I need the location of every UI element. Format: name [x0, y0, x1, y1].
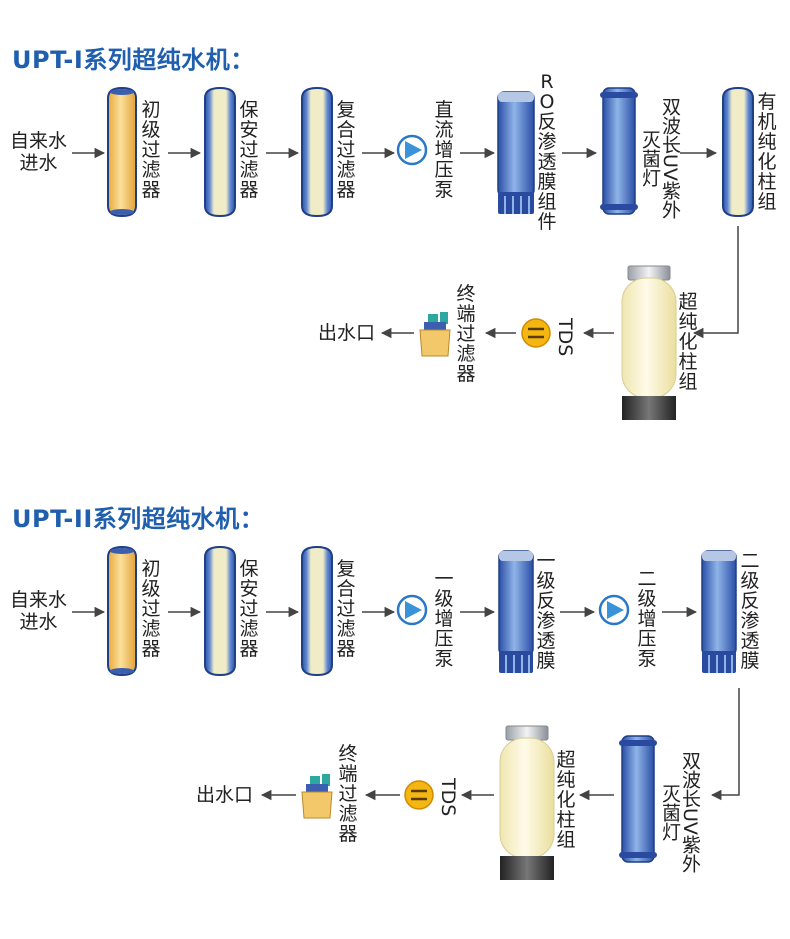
security-filter-label: 保安过滤器 [239, 99, 259, 201]
primary-filter-label: 初级过滤器 [141, 99, 161, 201]
diagram1-title: UPT-I系列超纯水机： [12, 46, 255, 74]
ro-membrane-label: RO反渗透膜组件 [537, 71, 557, 233]
outlet-label: 出水口 [318, 322, 376, 344]
ro-membrane-housing [497, 91, 535, 214]
uv-lamp-housing [600, 87, 638, 215]
inlet-label-line2: 进水 [19, 152, 58, 174]
uv-lamp2-housing [619, 735, 657, 863]
security-filter2-label: 保安过滤器 [239, 558, 259, 660]
inlet2-label: 自来水 进水 [10, 589, 67, 633]
primary-filter2-housing [107, 545, 137, 677]
composite-filter-label: 复合过滤器 [336, 99, 356, 201]
terminal-filter-icon [419, 312, 451, 357]
security-filter-housing [204, 86, 236, 218]
organic-column-housing [722, 86, 754, 218]
composite-filter2-label: 复合过滤器 [336, 558, 356, 660]
security-filter2-housing [204, 545, 236, 677]
diagram2-title: UPT-II系列超纯水机： [12, 505, 265, 533]
inlet-label: 自来水 进水 [10, 130, 67, 174]
tds2-meter-icon [404, 780, 434, 810]
inlet-label-line1: 自来水 [10, 130, 68, 152]
terminal-filter2-icon [301, 774, 333, 819]
membrane1-housing [498, 550, 534, 673]
pump1-icon [396, 594, 428, 626]
ultrapure-column2-housing [499, 725, 555, 880]
ultrapure-column-label: 超纯化柱组 [678, 291, 698, 393]
inlet2-label-line2: 进水 [19, 611, 58, 633]
primary-filter2-label: 初级过滤器 [141, 558, 161, 660]
booster-pump-label: 直流增压泵 [434, 99, 454, 201]
inlet2-label-line1: 自来水 [10, 589, 68, 611]
tds-meter-icon [521, 318, 551, 348]
terminal-filter-label: 终端过滤器 [456, 283, 476, 385]
membrane2-housing [701, 550, 737, 673]
arrow2-membrane2-to-uv [710, 688, 740, 801]
composite-filter2-housing [301, 545, 333, 677]
arrow-organic-to-ultrapure [692, 226, 739, 339]
ultrapure-column2-label: 超纯化柱组 [556, 749, 576, 851]
primary-filter-housing [107, 86, 137, 218]
membrane1-label: 一级反渗透膜 [536, 550, 556, 672]
composite-filter-housing [301, 86, 333, 218]
pump2-icon [598, 594, 630, 626]
ultrapure-column-housing [621, 265, 677, 420]
uv-lamp-label: 双波长UV紫外灭菌灯 [639, 97, 681, 219]
outlet2-label: 出水口 [196, 784, 254, 806]
organic-column-label: 有机纯化柱组 [757, 91, 777, 213]
pump2-label: 二级增压泵 [637, 568, 657, 670]
tds2-label: TDS [437, 778, 459, 817]
pump1-label: 一级增压泵 [434, 568, 454, 670]
terminal-filter2-label: 终端过滤器 [338, 743, 358, 845]
uv-lamp2-label: 双波长UV紫外灭菌灯 [659, 751, 701, 873]
tds-label: TDS [554, 318, 576, 357]
membrane2-label: 二级反渗透膜 [740, 550, 760, 672]
booster-pump-icon [396, 134, 428, 166]
